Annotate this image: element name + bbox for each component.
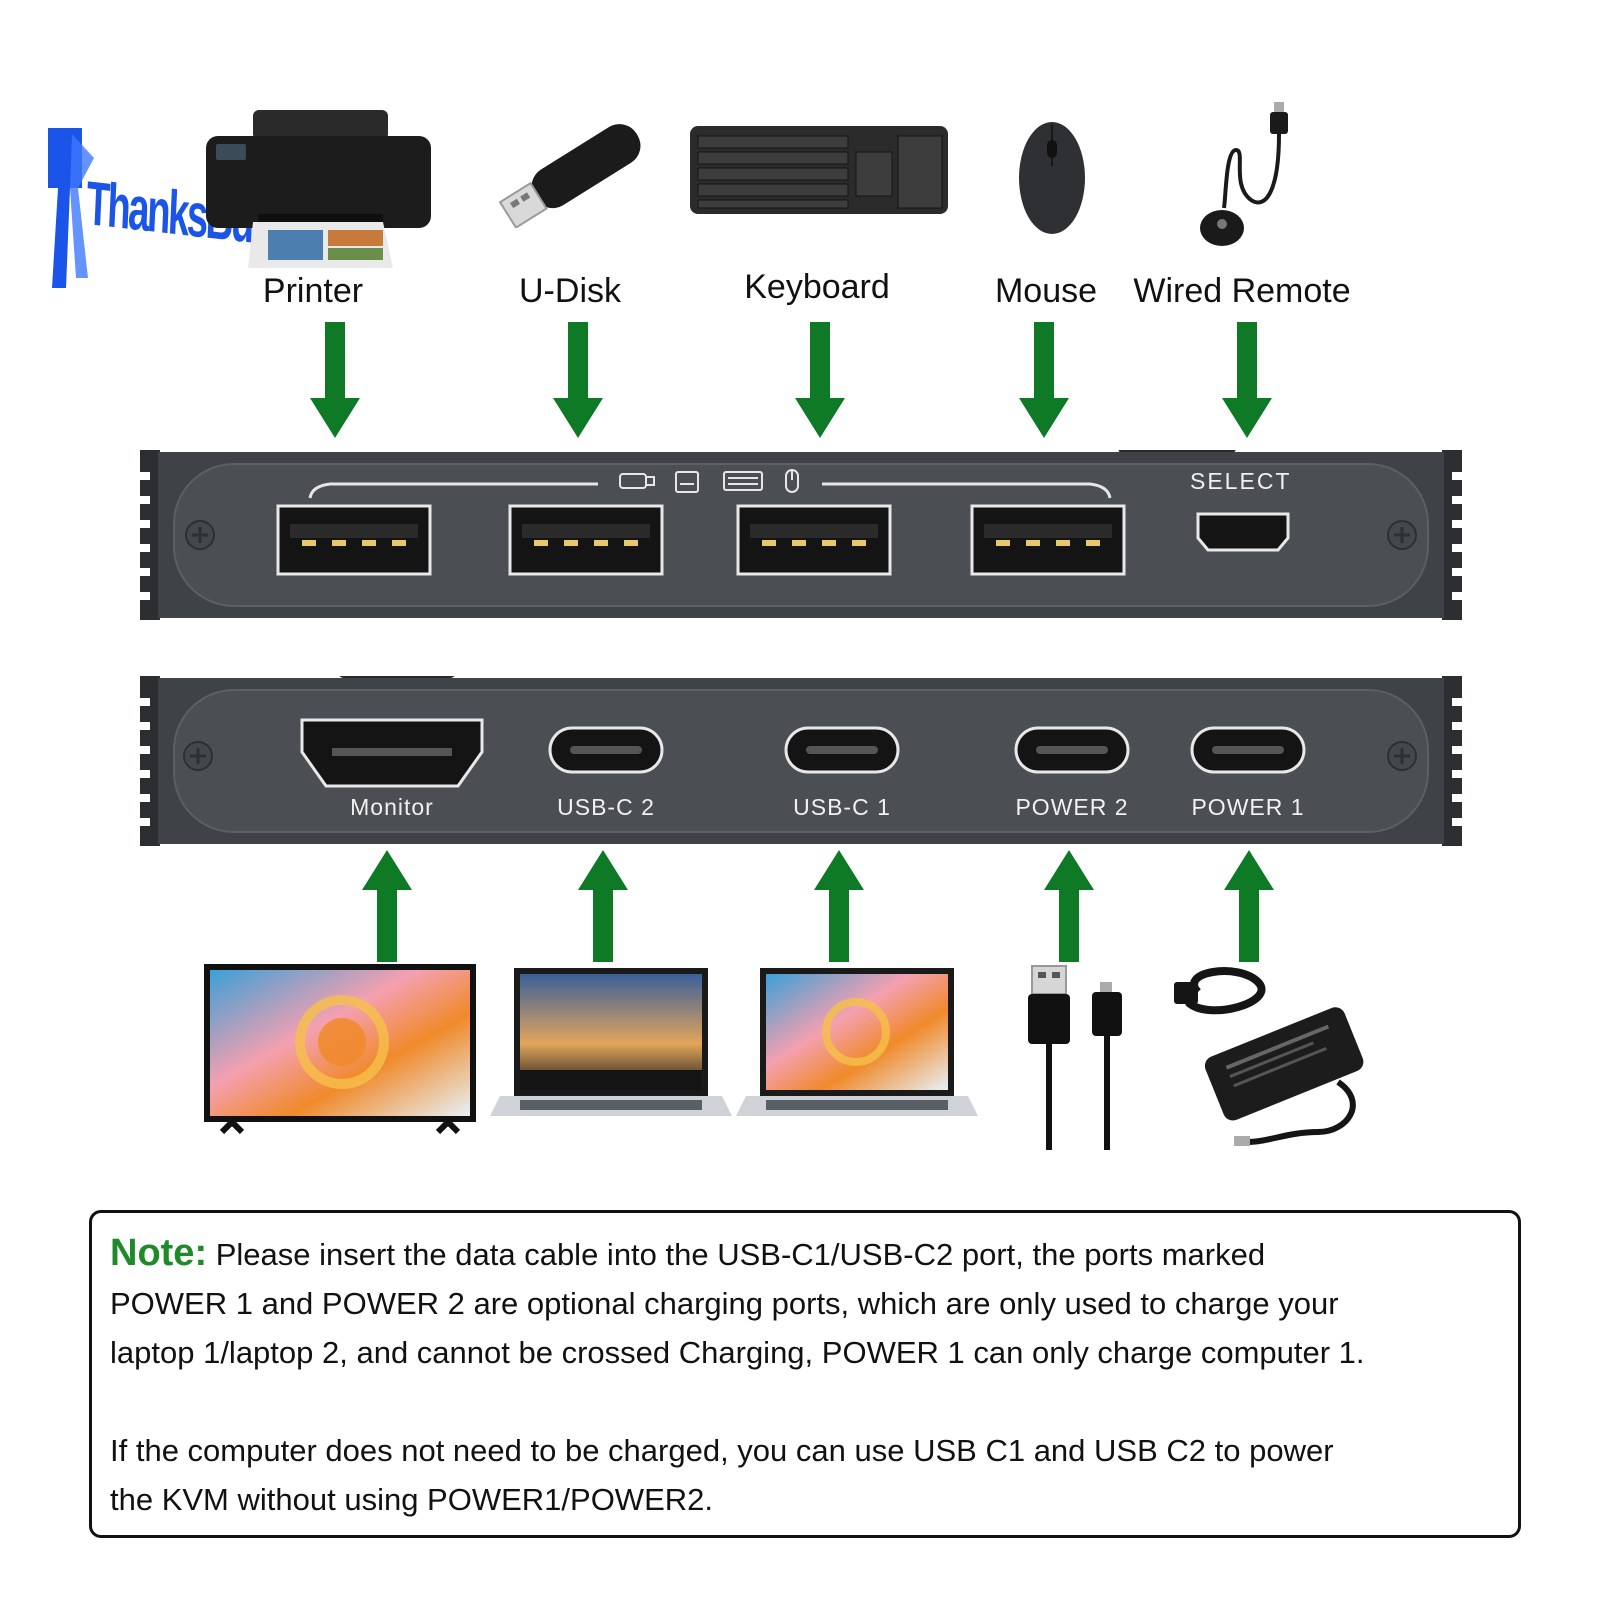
note-paragraph-2: If the computer does not need to be char… [110, 1426, 1500, 1524]
select-label: SELECT [1190, 468, 1292, 494]
up-arrow-icon [814, 850, 864, 962]
down-arrow-icon [310, 322, 360, 438]
kvm-rear-panel: Monitor USB-C 2 USB-C 1 POWER 2 POWER 1 [140, 676, 1462, 846]
tv-monitor-icon [204, 964, 476, 1135]
printer-icon [206, 110, 431, 268]
device-label-keyboard: Keyboard [744, 268, 890, 306]
up-arrow-icon [578, 850, 628, 962]
brand-logo: ThanksBuyer [48, 128, 304, 288]
note-box: Note: Please insert the data cable into … [89, 1210, 1521, 1538]
port-label-power-2: POWER 2 [1015, 794, 1129, 820]
printer-glyph [675, 471, 699, 493]
brand-logo-mark-icon [48, 128, 94, 288]
power-adapter-icon [1174, 967, 1364, 1146]
mouse-icon [1019, 122, 1085, 234]
device-label-u-disk: U-Disk [519, 272, 621, 310]
down-arrow-icon [1019, 322, 1069, 438]
usb-flash-drive-icon [498, 124, 641, 228]
down-arrow-icon [795, 322, 845, 438]
port-label-power-1: POWER 1 [1191, 794, 1305, 820]
up-arrow-icon [362, 850, 412, 962]
wired-remote-icon [1200, 102, 1288, 246]
down-arrow-icon [553, 322, 603, 438]
note-line-3: laptop 1/laptop 2, and cannot be crossed… [110, 1335, 1365, 1370]
note-line-2: POWER 1 and POWER 2 are optional chargin… [110, 1286, 1339, 1321]
note-line-1: Please insert the data cable into the US… [215, 1237, 1266, 1272]
note-heading: Note: [110, 1232, 208, 1274]
note-paragraph-1: Note: Please insert the data cable into … [110, 1229, 1500, 1377]
port-label-usb-c-1: USB-C 1 [793, 794, 891, 820]
device-label-mouse: Mouse [994, 272, 1098, 310]
down-arrow-icon [1222, 322, 1272, 438]
laptop-icon [490, 968, 732, 1116]
note-line-5: the KVM without using POWER1/POWER2. [110, 1482, 713, 1517]
note-line-4: If the computer does not need to be char… [110, 1433, 1334, 1468]
keyboard-icon [690, 126, 948, 214]
port-label-usb-c-2: USB-C 2 [557, 794, 655, 820]
up-arrow-icon [1044, 850, 1094, 962]
kvm-front-panel: SELECT [140, 450, 1462, 620]
device-label-wired-remote: Wired Remote [1133, 272, 1351, 310]
port-label-monitor: Monitor [350, 794, 434, 820]
keyboard-glyph [723, 471, 763, 491]
up-arrow-icon [1224, 850, 1274, 962]
usb-cable-icon [1028, 965, 1122, 1150]
device-label-printer: Printer [262, 272, 364, 310]
laptop-icon [736, 968, 978, 1116]
